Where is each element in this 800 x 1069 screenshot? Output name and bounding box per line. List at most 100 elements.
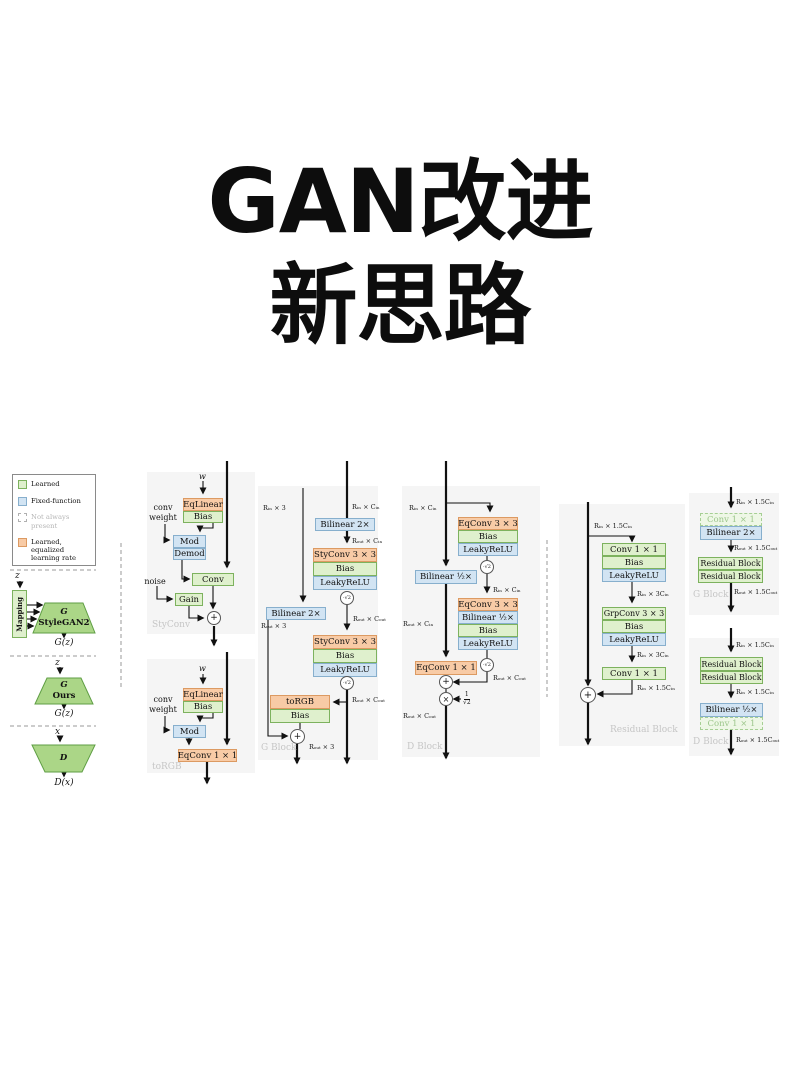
- bilinear-up-box: Bilinear 2×: [266, 607, 326, 620]
- bilinear-down-box: Bilinear ½×: [700, 703, 763, 717]
- dim-label: Rₒᵤₜ × 3: [261, 622, 287, 630]
- bias-box: Bias: [183, 511, 223, 523]
- sqrt2-scale-circle: ·√2: [480, 560, 494, 574]
- discriminator: D: [32, 745, 95, 772]
- mapping-label: Mapping: [15, 596, 24, 632]
- bias-box: Bias: [313, 562, 377, 576]
- bias-box: Bias: [458, 624, 518, 637]
- dim-label: Rᵢₙ × Cᵢₙ: [352, 503, 380, 511]
- conv-weight-label: conv weight: [146, 503, 180, 523]
- z-input-label: z: [15, 571, 20, 581]
- grpconv-3x3-box: GrpConv 3 × 3: [602, 607, 666, 620]
- dim-label: Rₒᵤₜ × Cᵢₙ: [352, 537, 383, 545]
- residual-block-box: Residual Block: [698, 557, 763, 570]
- sqrt2-scale-circle: ·√2: [340, 676, 354, 690]
- bias-box: Bias: [313, 649, 377, 663]
- styconv-block-label: StyConv: [152, 620, 191, 630]
- discriminator-symbol: D: [59, 753, 68, 764]
- styconv-3x3-box: StyConv 3 × 3: [313, 548, 377, 562]
- mod-box: Mod: [173, 535, 206, 548]
- stylegan2-generator: G StyleGAN2: [33, 603, 95, 633]
- fraction-numerator: 1: [463, 691, 470, 700]
- x-input-label: x: [55, 727, 61, 737]
- ours-generator: G Ours: [35, 678, 93, 704]
- conv-1x1-box: Conv 1 × 1: [602, 667, 666, 680]
- bias-box: Bias: [602, 620, 666, 633]
- conv-word: conv: [153, 503, 173, 512]
- eqlinear-box: EqLinear: [183, 498, 223, 511]
- generator-symbol: G: [60, 607, 68, 618]
- legend-label-line2: learning rate: [31, 553, 76, 562]
- residual-block-label: Residual Block: [610, 725, 678, 735]
- dim-label: Rᵢₙ × Cᵢₙ: [493, 586, 521, 594]
- poster-title: GAN改进 新思路: [0, 150, 800, 358]
- dim-label: Rₒᵤₜ × 1.5Cₒᵤₜ: [736, 736, 780, 744]
- bias-box: Bias: [458, 530, 518, 543]
- generator-name: StyleGAN2: [38, 618, 90, 628]
- bilinear-up-box: Bilinear 2×: [700, 526, 762, 540]
- generator-symbol: G: [60, 680, 68, 691]
- eqconv-1x1-box: EqConv 1 × 1: [415, 661, 477, 675]
- dim-label: Rᵢₙ × 1.5Cᵢₙ: [736, 688, 775, 696]
- legend-label-line1: Learned, equalized: [31, 537, 65, 554]
- legend-label: Fixed-function: [31, 496, 81, 505]
- eqconv-1x1-box: EqConv 1 × 1: [177, 749, 238, 762]
- leakyrelu-box: LeakyReLU: [602, 633, 666, 646]
- bilinear-down-box: Bilinear ½×: [458, 611, 518, 624]
- leakyrelu-box: LeakyReLU: [313, 663, 377, 677]
- sum-circle: +: [580, 687, 596, 703]
- dim-label: Rₒᵤₜ × Cₒᵤₜ: [353, 615, 386, 623]
- dim-label: Rₒᵤₜ × Cₒᵤₜ: [493, 674, 526, 682]
- generator-name: Ours: [52, 691, 76, 701]
- sqrt2-scale-circle: ·√2: [340, 591, 354, 605]
- eqlinear-box: EqLinear: [183, 688, 223, 701]
- mod-box: Mod: [173, 725, 206, 738]
- conv-word: conv: [153, 695, 173, 704]
- dim-label: Rᵢₙ × 3Cᵢₙ: [637, 651, 669, 659]
- bias-box: Bias: [270, 709, 330, 723]
- leakyrelu-box: LeakyReLU: [458, 637, 518, 650]
- legend-label: Learned: [31, 480, 60, 488]
- dim-label: Rᵢₙ × Cᵢₙ: [409, 504, 437, 512]
- fraction-denominator: √2: [463, 698, 471, 706]
- noise-word: noise: [144, 577, 166, 586]
- dim-label: Rₒᵤₜ × 1.5Cₒᵤₜ: [734, 588, 778, 596]
- leakyrelu-box: LeakyReLU: [313, 576, 377, 590]
- gain-box: Gain: [175, 593, 203, 606]
- gblock-label: G Block: [693, 590, 729, 600]
- noise-label: noise: [141, 577, 169, 587]
- fixed-function-swatch: [18, 496, 27, 506]
- gz-output-label: G(z): [54, 638, 74, 648]
- weight-word: weight: [149, 513, 177, 522]
- sqrt2-scale-circle: ·√2: [480, 658, 494, 672]
- legend-label: Not always present: [31, 513, 70, 530]
- legend-item-learned: Learned: [18, 480, 91, 489]
- sum-circle: +: [207, 611, 221, 625]
- dim-label: Rₒᵤₜ × Cᵢₙ: [403, 620, 434, 628]
- dblock-label: D Block: [407, 742, 443, 752]
- w-input-label: w: [199, 664, 206, 673]
- inv-sqrt2-fraction: 1 √2: [463, 691, 471, 706]
- dim-label: Rᵢₙ × 1.5Cᵢₙ: [594, 522, 633, 530]
- gblock-label: G Block: [261, 743, 297, 753]
- bilinear-up-box: Bilinear 2×: [315, 518, 375, 531]
- leakyrelu-box: LeakyReLU: [602, 569, 666, 582]
- dblock-label: D Block: [693, 737, 729, 747]
- z-input-label: z: [55, 658, 60, 668]
- dim-label: Rᵢₙ × 3: [263, 504, 286, 512]
- torgb-block-label: toRGB: [152, 762, 182, 772]
- torgb-box: toRGB: [270, 695, 330, 709]
- leakyrelu-box: LeakyReLU: [458, 543, 518, 556]
- bias-box: Bias: [183, 701, 223, 713]
- residual-block-box: Residual Block: [698, 570, 763, 583]
- mapping-network-box: Mapping: [12, 590, 27, 638]
- dim-label: Rₒᵤₜ × 1.5Cₒᵤₜ: [734, 544, 778, 552]
- optional-conv-1x1-box: Conv 1 × 1: [700, 513, 762, 526]
- conv-box: Conv: [192, 573, 234, 586]
- stylegan2-generator-shape: [32, 602, 96, 634]
- weight-word: weight: [149, 705, 177, 714]
- legend: Learned Fixed-function Not always presen…: [12, 474, 96, 566]
- residual-block-box: Residual Block: [700, 671, 763, 684]
- dim-label: Rₒᵤₜ × Cₒᵤₜ: [403, 712, 436, 720]
